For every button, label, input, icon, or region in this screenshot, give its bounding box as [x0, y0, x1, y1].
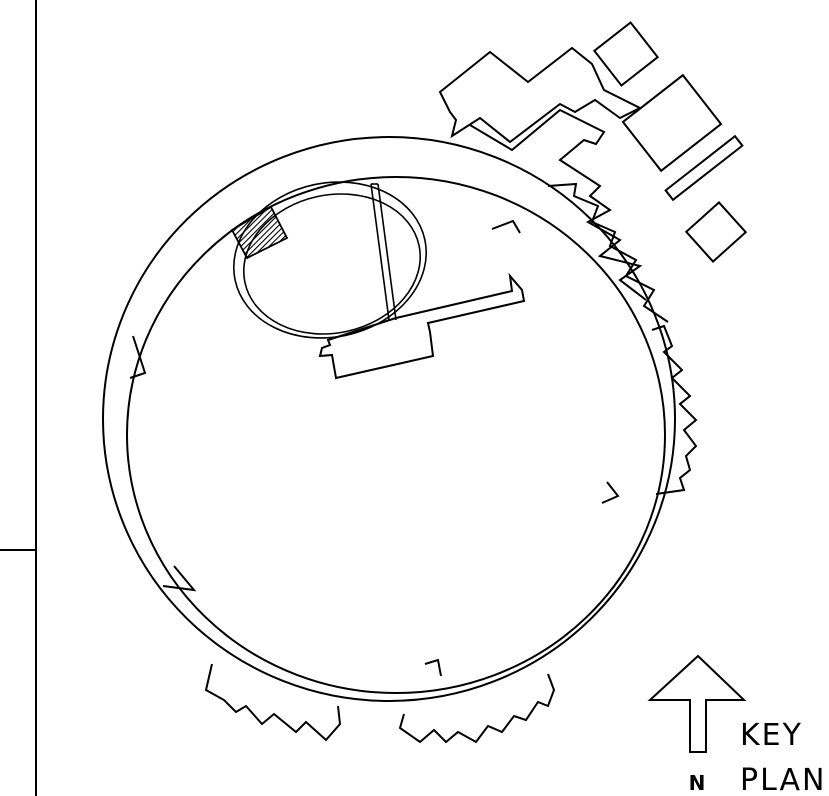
notch-southwest — [162, 565, 197, 592]
oval-outer — [232, 181, 428, 339]
building-complex — [438, 46, 643, 144]
north-arrow-icon — [647, 654, 747, 753]
key-plan-label: KEY PLAN — [740, 718, 826, 796]
stepped-wall-north — [469, 108, 647, 301]
strip-building — [664, 134, 744, 202]
east-zigzag — [547, 182, 698, 495]
key-label: KEY — [740, 718, 803, 753]
northeast-buildings — [438, 21, 748, 301]
hatched-block — [230, 205, 289, 260]
outer-ring — [102, 136, 676, 702]
square-building-large — [621, 73, 723, 173]
oval-track — [230, 181, 428, 339]
zigzag-east — [651, 324, 698, 495]
notch-east — [601, 481, 620, 504]
arena-ring — [102, 136, 676, 702]
oval-inner — [242, 193, 422, 335]
plan-label: PLAN — [740, 763, 826, 796]
sheet-frame — [0, 0, 37, 796]
oval-divider-left — [370, 183, 390, 321]
central-building — [318, 272, 526, 380]
square-building-small — [592, 21, 660, 87]
north-letter: N — [689, 771, 706, 795]
notch-south — [424, 658, 442, 677]
oval-divider-right — [377, 183, 397, 321]
inner-ring — [126, 176, 666, 694]
square-building-east — [684, 201, 748, 263]
south-zigzag — [204, 663, 556, 744]
north-arrow: N — [647, 654, 747, 795]
ring-notches — [129, 219, 620, 677]
notch-northeast — [491, 219, 521, 234]
zigzag-southeast — [398, 673, 556, 744]
notch-west — [129, 335, 147, 379]
zigzag-northeast — [547, 182, 669, 323]
zigzag-southwest — [204, 663, 342, 742]
